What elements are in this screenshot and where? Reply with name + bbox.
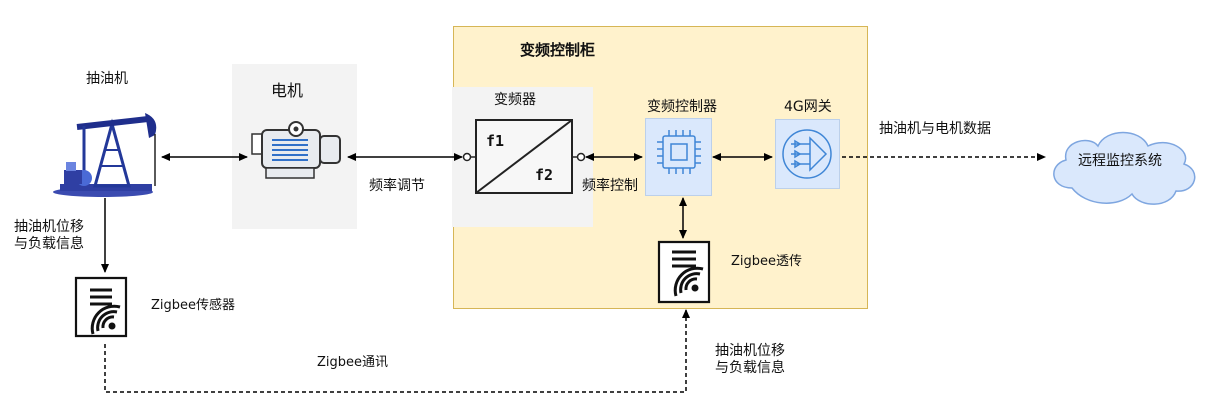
cabinet-title: 变频控制柜 [520,41,596,59]
gateway-icon [782,129,832,179]
inverter-label: 变频器 [494,92,536,108]
pump-jack-icon [53,113,157,197]
controller-panel [645,118,712,196]
zigbee-sensor-icon [74,276,128,338]
zigbee-comm-label: Zigbee通讯 [317,355,389,370]
displacement-left-line2: 与负载信息 [14,236,84,252]
gateway-label: 4G网关 [784,99,832,115]
sensor-label: Zigbee传感器 [151,298,236,313]
data-out-label: 抽油机与电机数据 [879,121,991,137]
freq-control-label: 频率控制 [582,178,638,194]
controller-label: 变频控制器 [647,99,717,115]
displacement-left-line1: 抽油机位移 [14,219,84,235]
displacement-right-line2: 与负载信息 [715,360,785,376]
cloud-icon [1053,131,1196,205]
cloud-label: 远程监控系统 [1078,153,1162,169]
edge-zigbee-comm [104,309,690,393]
motor-icon [251,121,341,179]
freq-adjust-label: 频率调节 [369,178,425,194]
zigbee-transceiver-icon [657,240,711,304]
pump-jack-label: 抽油机 [86,71,128,87]
motor-label: 电机 [271,81,304,100]
inverter-icon [462,119,586,194]
displacement-right-line1: 抽油机位移 [715,343,785,359]
inverter-f1-label: f1 [486,132,504,150]
chip-icon [657,130,701,174]
inverter-f2-label: f2 [535,166,553,184]
transceiver-label: Zigbee透传 [731,254,803,269]
